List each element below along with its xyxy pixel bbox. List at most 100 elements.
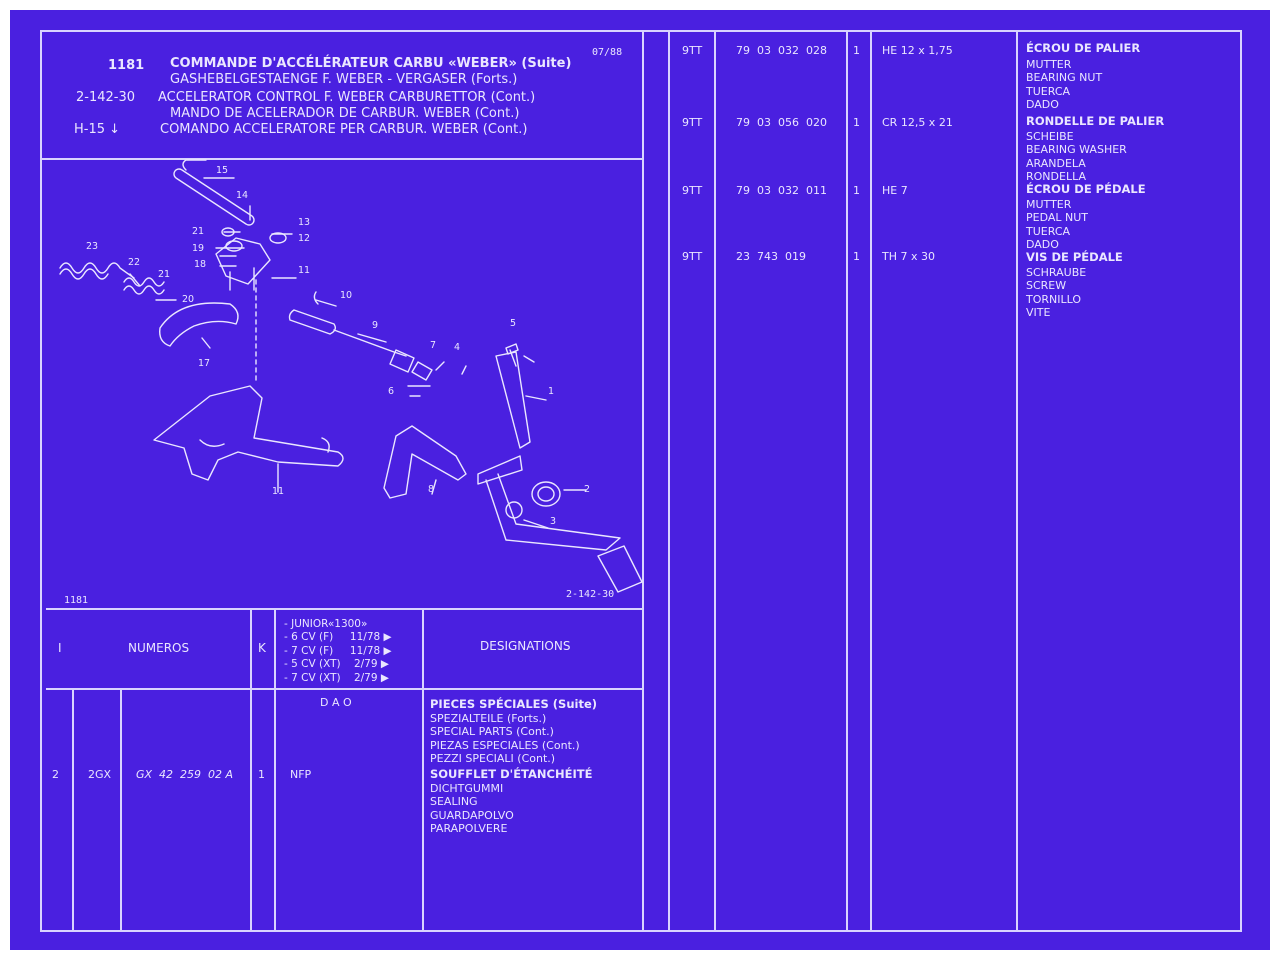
row-qty: 1 xyxy=(853,250,860,263)
title-fr: COMMANDE D'ACCÉLÉRATEUR CARBU «WEBER» (S… xyxy=(170,56,572,71)
item-line: GUARDAPOLVO xyxy=(430,808,514,822)
model-row: - 7 CV (F) 11/78 ▶ xyxy=(284,644,392,657)
row-line: TORNILLO xyxy=(1026,292,1082,306)
row-line: MUTTER xyxy=(1026,58,1072,71)
callout-11: 11 xyxy=(272,486,285,497)
section-title: PIECES SPÉCIALES (Suite) xyxy=(430,697,598,711)
row-code: 9TT xyxy=(682,184,703,197)
callout-21b: 21 xyxy=(158,269,171,280)
callout-5: 5 xyxy=(510,318,517,329)
ref-number: 2-142-30 xyxy=(76,90,136,105)
item-line: PARAPOLVERE xyxy=(430,822,508,836)
item-line: DICHTGUMMI xyxy=(430,782,504,795)
item-code: 2GX xyxy=(88,768,112,781)
row-qty: 1 xyxy=(853,116,860,129)
row-title: ÉCROU DE PÉDALE xyxy=(1026,182,1146,196)
section-line: PEZZI SPECIALI (Cont.) xyxy=(430,752,556,766)
title-it: COMANDO ACCELERATORE PER CARBUR. WEBER (… xyxy=(160,122,528,137)
item-ref: NFP xyxy=(290,768,312,781)
callout-22: 22 xyxy=(128,257,141,268)
row-line: SCHEIBE xyxy=(1026,130,1074,143)
dao-label: D A O xyxy=(320,696,352,709)
rule-left-panel-end xyxy=(642,30,644,932)
row-part-number: 79 03 032 028 xyxy=(736,44,827,57)
model-row: - 5 CV (XT) 2/79 ▶ xyxy=(284,658,389,671)
row-code: 9TT xyxy=(682,116,703,129)
rule-col-code xyxy=(120,688,122,932)
title-de: GASHEBELGESTAENGE F. WEBER - VERGASER (F… xyxy=(170,72,518,87)
col-header-numeros: NUMEROS xyxy=(128,641,190,655)
section-translations: SPEZIALTEILE (Forts.) SPECIAL PARTS (Con… xyxy=(430,712,580,766)
model-row: - JUNIOR«1300» xyxy=(284,618,368,630)
row-dimension: TH 7 x 30 xyxy=(882,250,935,263)
rule-header-bottom xyxy=(40,158,644,160)
row-qty: 1 xyxy=(853,44,860,57)
row-title: RONDELLE DE PALIER xyxy=(1026,114,1165,128)
col-header-index: I xyxy=(58,641,62,655)
callout-9: 9 xyxy=(372,320,379,331)
item-part-number: GX 42 259 02 A xyxy=(136,768,234,781)
row-dimension: HE 12 x 1,75 xyxy=(882,44,953,57)
row-part-number: 79 03 056 020 xyxy=(736,116,827,129)
parts-catalog-sheet: 1181 2-142-30 H-15 ↓ COMMANDE D'ACCÉLÉRA… xyxy=(10,10,1270,950)
model-row: - 7 CV (XT) 2/79 ▶ xyxy=(284,671,389,684)
callout-19: 19 xyxy=(192,243,205,254)
rule-table-header-bottom xyxy=(46,688,644,690)
callout-20: 20 xyxy=(182,294,195,305)
row-part-number: 23 743 019 xyxy=(736,250,806,263)
row-translations: MUTTER BEARING NUT TUERCA DADO xyxy=(1026,58,1102,112)
callout-4: 4 xyxy=(454,342,461,353)
row-part-number: 79 03 032 011 xyxy=(736,184,827,197)
item-index: 2 xyxy=(52,768,59,781)
row-line: RONDELLA xyxy=(1026,170,1086,184)
row-qty: 1 xyxy=(853,184,860,197)
title-en: ACCELERATOR CONTROL F. WEBER CARBURETTOR… xyxy=(158,90,536,105)
row-line: MUTTER xyxy=(1026,198,1072,211)
callout-2: 2 xyxy=(584,484,591,495)
callout-15: 14 xyxy=(236,190,249,201)
page-number: 1181 xyxy=(108,58,145,73)
row-line: TUERCA xyxy=(1026,84,1071,98)
callout-10: 10 xyxy=(340,290,353,301)
row-translations: SCHEIBE BEARING WASHER ARANDELA RONDELLA xyxy=(1026,130,1127,184)
item-translations: DICHTGUMMI SEALING GUARDAPOLVO PARAPOLVE… xyxy=(430,782,514,836)
col-header-designations: DESIGNATIONS xyxy=(480,639,571,653)
row-line: DADO xyxy=(1026,238,1059,252)
callout-21a: 21 xyxy=(192,226,205,237)
rule-gutter xyxy=(668,30,670,932)
callout-12: 11 xyxy=(298,265,311,276)
row-line: BEARING NUT xyxy=(1026,71,1103,85)
section-line: SPEZIALTEILE (Forts.) xyxy=(430,712,547,725)
callout-14: 13 xyxy=(298,217,311,228)
rule-right-dim xyxy=(870,30,872,932)
row-code: 9TT xyxy=(682,250,703,263)
col-header-k: K xyxy=(258,641,266,655)
row-line: BEARING WASHER xyxy=(1026,143,1127,157)
callout-7: 7 xyxy=(430,340,437,351)
row-title: ÉCROU DE PALIER xyxy=(1026,41,1141,55)
row-title: VIS DE PÉDALE xyxy=(1026,250,1123,264)
callout-8: 8 xyxy=(428,484,435,495)
rule-right-numbers xyxy=(714,30,716,932)
row-dimension: HE 7 xyxy=(882,184,908,197)
rule-col-numeros xyxy=(250,608,252,932)
row-dimension: CR 12,5 x 21 xyxy=(882,116,953,129)
rule-right-desc xyxy=(1016,30,1018,932)
rule-right-qty xyxy=(846,30,848,932)
model-applicability-list: - JUNIOR«1300» - 6 CV (F) 11/78 ▶ - 7 CV… xyxy=(284,618,392,685)
item-qty: 1 xyxy=(258,768,265,781)
section-line: PIEZAS ESPECIALES (Cont.) xyxy=(430,738,580,752)
title-es: MANDO DE ACELERADOR DE CARBUR. WEBER (Co… xyxy=(170,106,520,121)
page-frame xyxy=(40,30,1242,932)
rule-col-models xyxy=(422,608,424,932)
section-line: SPECIAL PARTS (Cont.) xyxy=(430,725,554,739)
date-code: 07/88 xyxy=(592,47,623,58)
callout-13: 12 xyxy=(298,233,311,244)
row-code: 9TT xyxy=(682,44,703,57)
row-line: SCREW xyxy=(1026,279,1067,293)
item-title: SOUFFLET D'ÉTANCHÉITÉ xyxy=(430,767,593,781)
row-line: PEDAL NUT xyxy=(1026,211,1089,225)
index-number: H-15 ↓ xyxy=(74,122,121,137)
row-translations: MUTTER PEDAL NUT TUERCA DADO xyxy=(1026,198,1088,252)
callout-16: 15 xyxy=(216,165,229,176)
